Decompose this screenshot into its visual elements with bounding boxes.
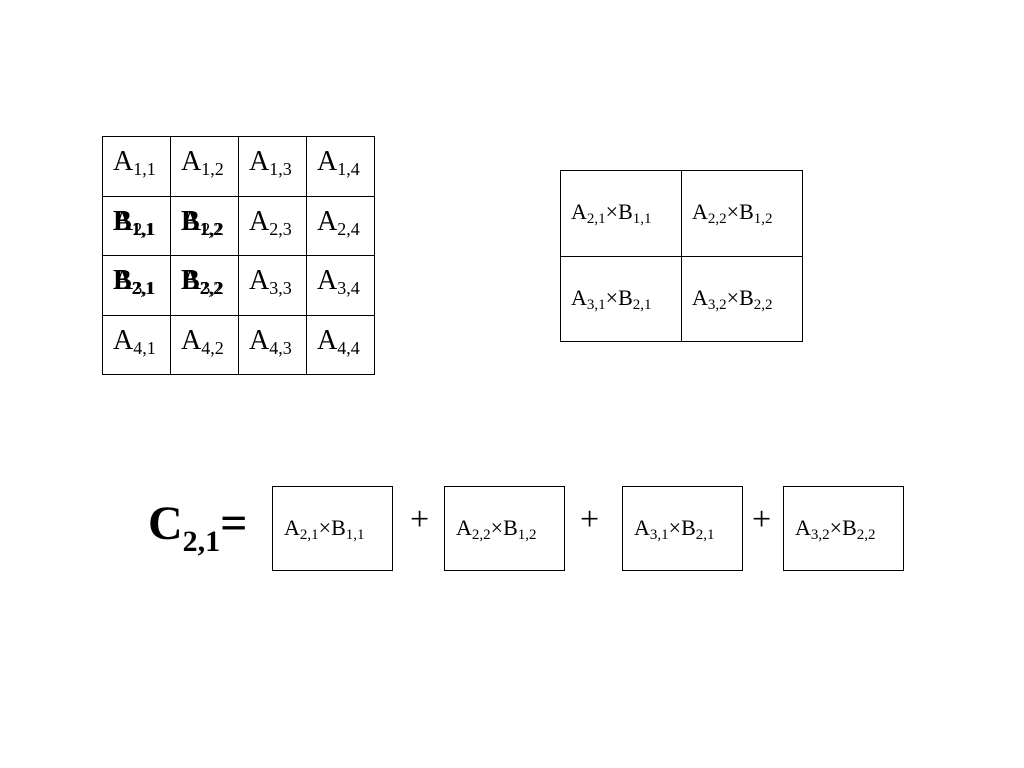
plus-sign-2: + (580, 501, 600, 538)
matrix-a-label: A3,3 (249, 265, 292, 298)
matrix-a-cell: A4,2 (171, 315, 239, 375)
matrix-a-cell: A3,4 (307, 256, 375, 316)
plus-sign-3: + (752, 501, 772, 538)
matrix-a-label: A1,1 (113, 146, 156, 179)
matrix-a-label: A2,3 (249, 205, 292, 239)
equation-term-4: A3,2×B2,2 (783, 486, 904, 571)
product-matrix-cell: A2,1×B1,1 (561, 171, 682, 257)
matrix-a-label: A2,1 (113, 205, 156, 239)
matrix-a-cell: A1,2 (171, 137, 239, 197)
matrix-a-cell: A3,3 (239, 256, 307, 316)
matrix-a-label: A4,1 (113, 324, 156, 358)
matrix-a-label: A4,2 (181, 324, 224, 358)
matrix-a-label: A4,4 (317, 324, 360, 358)
matrix-a-label: A2,2 (181, 205, 224, 239)
matrix-a-label: A2,4 (317, 205, 360, 239)
matrix-b-overlay-label: B2,2 (181, 265, 223, 298)
matrix-b-overlay-label: B2,1 (113, 265, 155, 298)
matrix-a-cell: A2,4 (307, 196, 375, 256)
c21-label: C2,1= (148, 497, 248, 558)
matrix-a-cell: A2,3 (239, 196, 307, 256)
matrix-b-overlay-label: B1,1 (113, 205, 155, 239)
matrix-a-cell: A1,3 (239, 137, 307, 197)
matrix-a-label: A4,3 (249, 324, 292, 358)
matrix-a-cell: A4,4 (307, 315, 375, 375)
matrix-a-label: A1,3 (249, 146, 292, 179)
product-matrix-cell: A3,1×B2,1 (561, 256, 682, 342)
matrix-a-cell: A1,4 (307, 137, 375, 197)
equation-term-1: A2,1×B1,1 (272, 486, 393, 571)
matrix-a-cell: A4,1 (103, 315, 171, 375)
equation-term-3: A3,1×B2,1 (622, 486, 743, 571)
matrix-a-cell: A4,3 (239, 315, 307, 375)
equation-term-2: A2,2×B1,2 (444, 486, 565, 571)
matrix-a-label: A1,2 (181, 146, 224, 179)
matrix-a-cell: A1,1 (103, 137, 171, 197)
product-matrix-cell: A2,2×B1,2 (682, 171, 803, 257)
matrix-a-label: A3,4 (317, 265, 360, 298)
matrix-a-label: A1,4 (317, 146, 360, 179)
plus-sign-1: + (410, 501, 430, 538)
product-matrix-cell: A3,2×B2,2 (682, 256, 803, 342)
matrix-a-label: A3,1 (113, 265, 156, 298)
matrix-a-label: A3,2 (181, 265, 224, 298)
matrix-b-overlay-label: B1,2 (181, 205, 223, 239)
